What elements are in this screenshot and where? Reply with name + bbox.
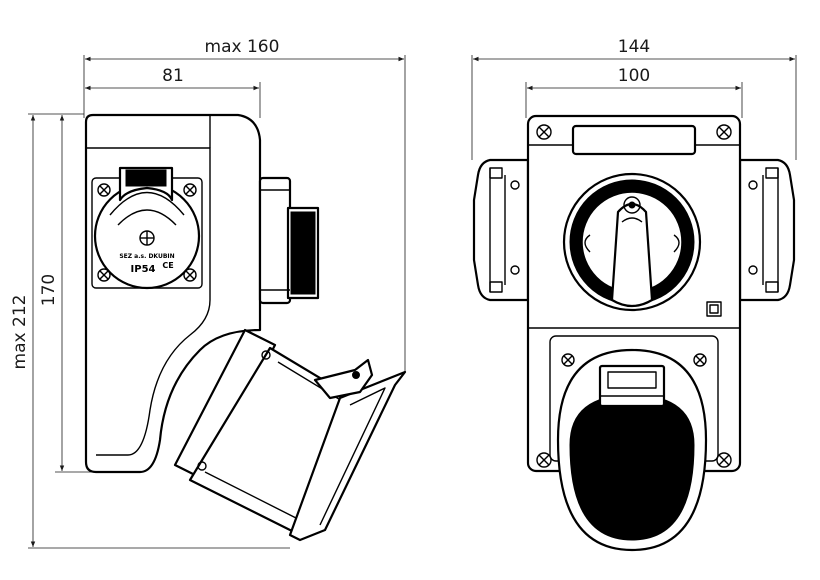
screw-icon (536, 124, 552, 140)
socket-ip-label: IP54 (131, 264, 156, 275)
screw-icon (97, 268, 111, 282)
dim-label-max-160: max 160 (205, 37, 280, 57)
angled-socket (173, 328, 407, 542)
right-side-socket (738, 158, 796, 302)
screw-icon (183, 268, 197, 282)
double-insulation-icon (706, 301, 722, 317)
main-socket (556, 348, 708, 552)
dim-label-144: 144 (618, 37, 650, 57)
dim-label-81: 81 (162, 66, 184, 86)
label-window (571, 124, 697, 156)
dim-label-170: 170 (39, 274, 59, 306)
switch-handle-icon (610, 202, 654, 308)
dim-label-max-212: max 212 (10, 295, 30, 370)
screw-icon (561, 353, 575, 367)
left-side-socket (472, 158, 530, 302)
housing-inner-edge (86, 147, 211, 456)
screw-icon (693, 353, 707, 367)
screw-icon (183, 183, 197, 197)
screw-icon (97, 183, 111, 197)
side-view: max 160 81 max 212 170 (10, 37, 407, 549)
side-connector (258, 176, 320, 305)
dim-label-100: 100 (618, 66, 650, 86)
socket-maker-label: SEZ a.s. DKUBIN (119, 253, 174, 260)
screw-icon (716, 124, 732, 140)
small-socket: SEZ a.s. DKUBIN IP54 CE (91, 166, 203, 290)
ce-mark: CE (162, 261, 173, 270)
front-view: 144 100 (471, 37, 797, 552)
rotary-switch (562, 172, 702, 312)
screw-icon (716, 452, 732, 468)
screw-icon (536, 452, 552, 468)
